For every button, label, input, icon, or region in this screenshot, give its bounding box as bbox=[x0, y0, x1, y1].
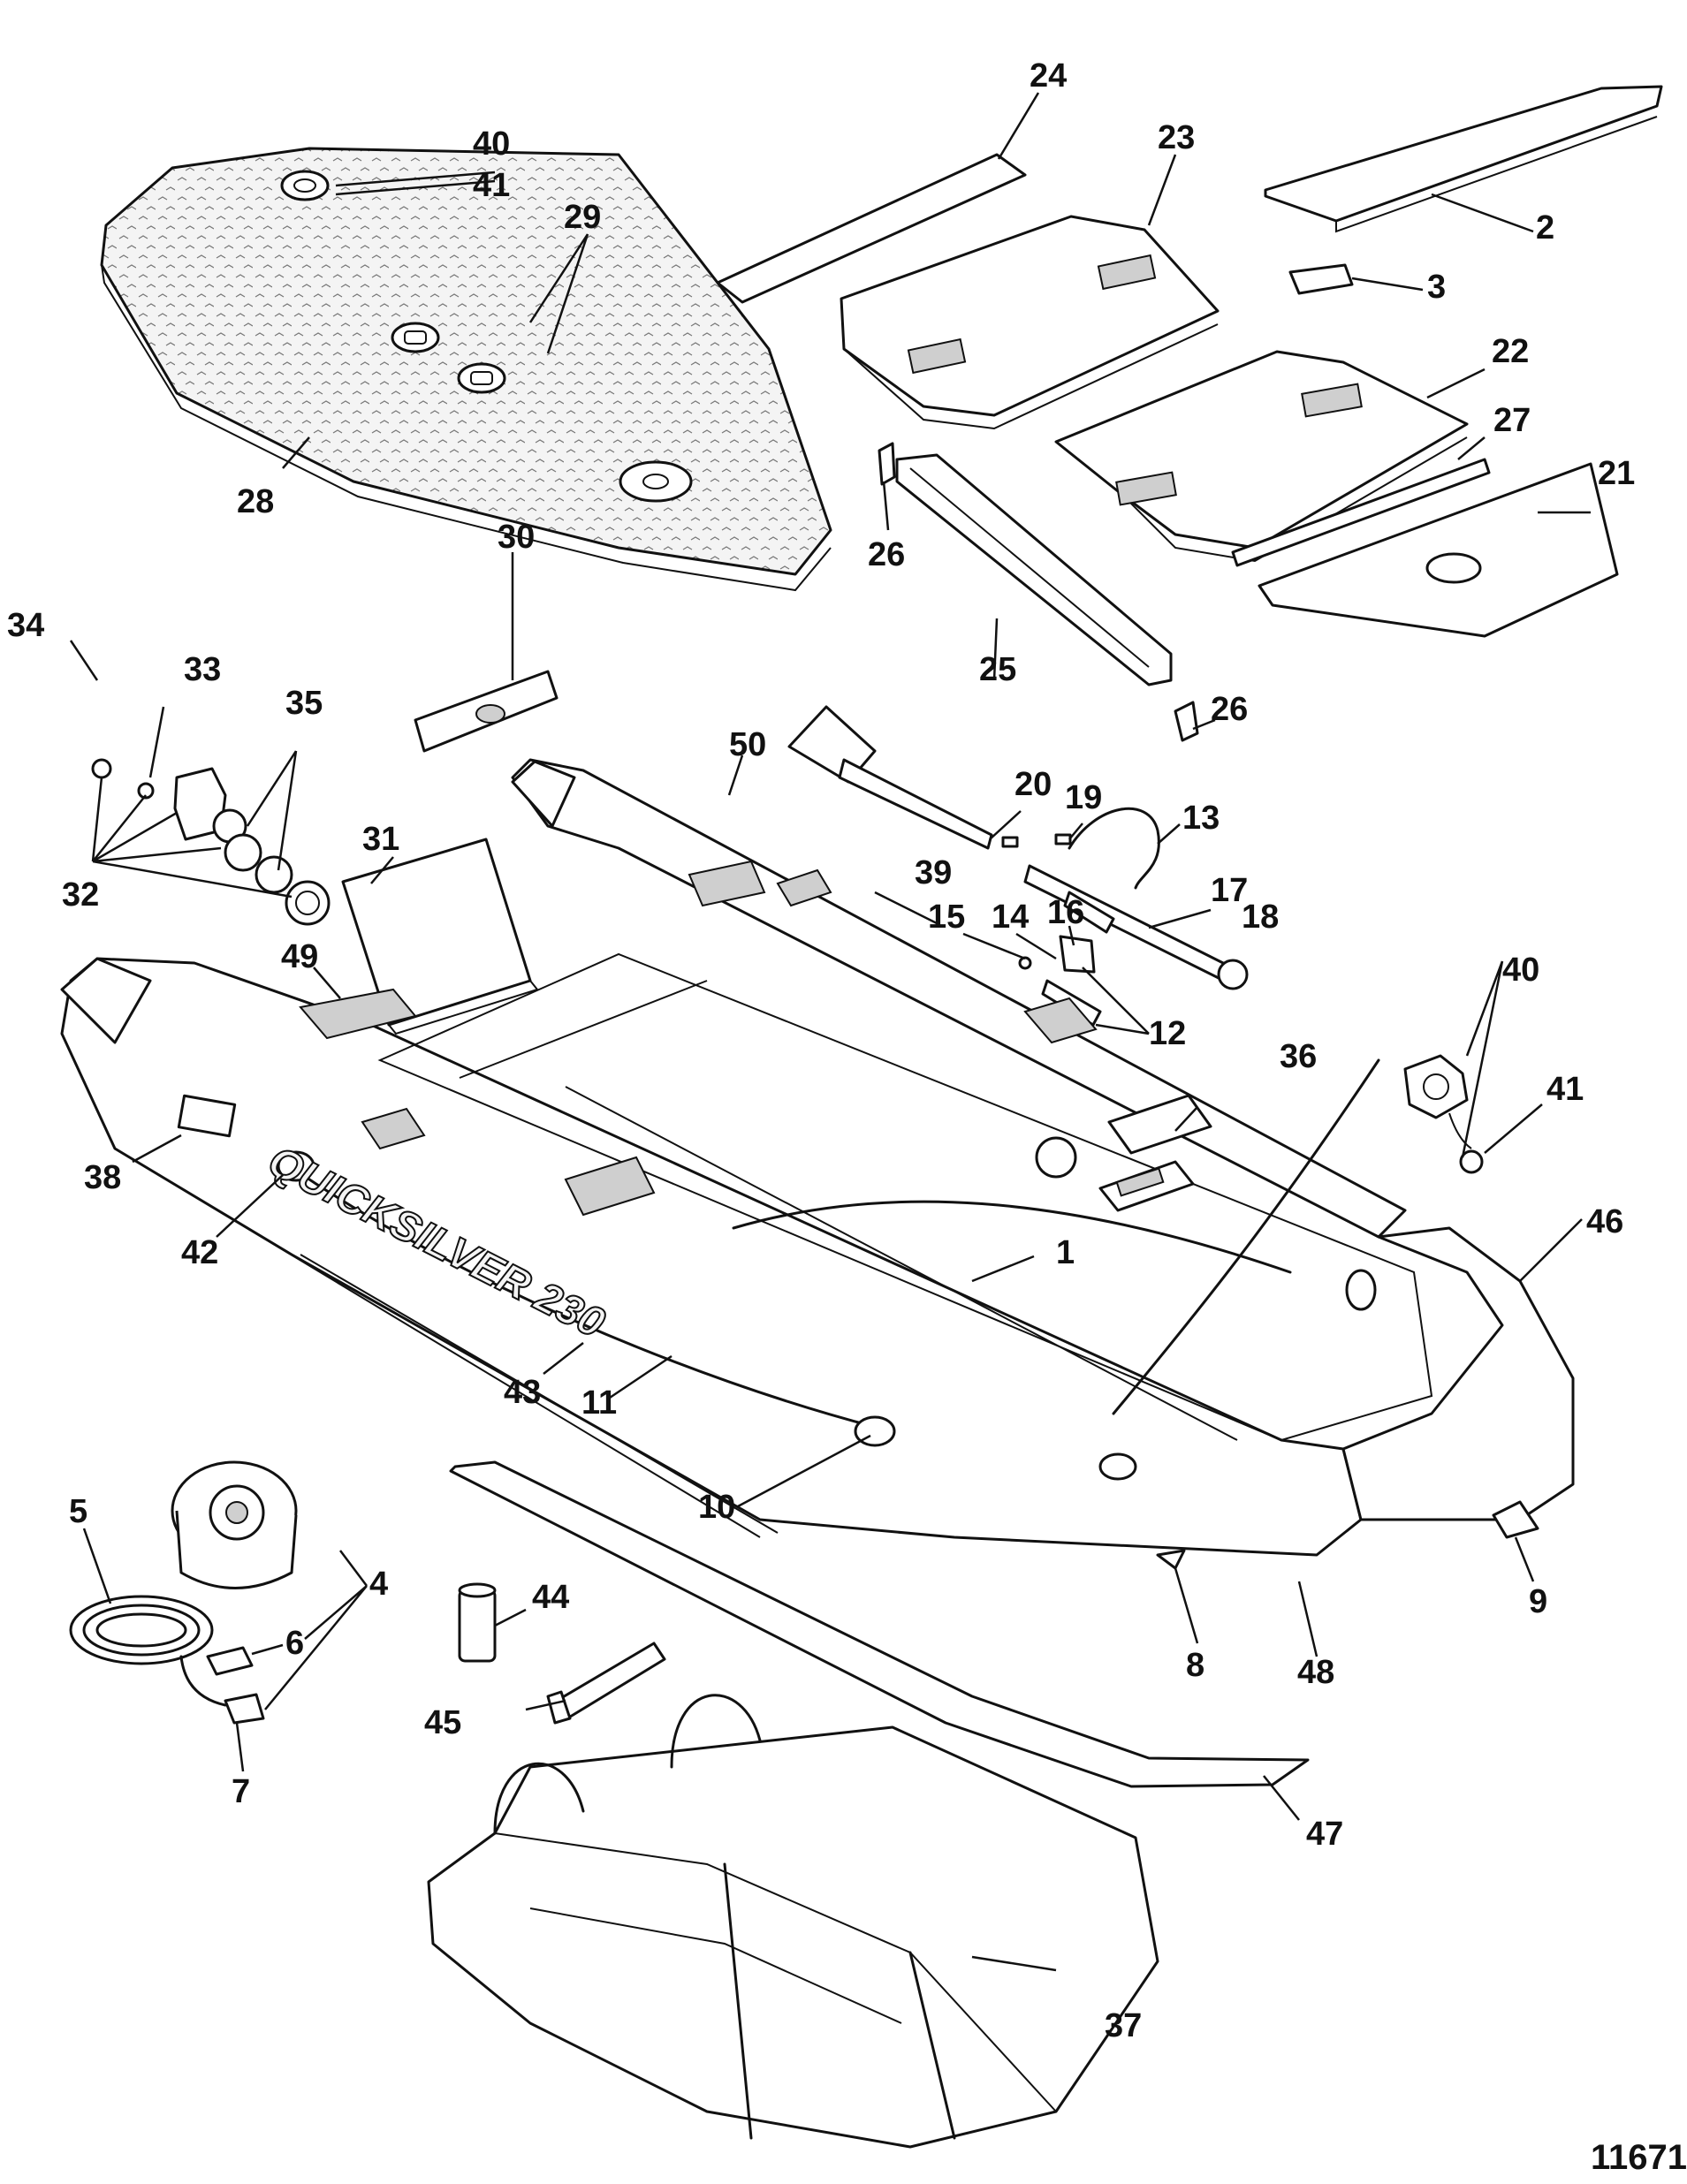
callout-34: 34 bbox=[7, 607, 44, 644]
valve-40-on-mat bbox=[280, 170, 330, 201]
stern-handle bbox=[1107, 1094, 1212, 1155]
storage-bag bbox=[427, 1694, 1159, 2149]
floor-board-front bbox=[840, 215, 1220, 430]
oar-blade bbox=[787, 705, 993, 850]
keel-stringer bbox=[895, 453, 1173, 686]
callout-29: 29 bbox=[564, 199, 601, 236]
callout-27: 27 bbox=[1493, 402, 1531, 439]
callout-8: 8 bbox=[1186, 1647, 1204, 1684]
callout-3: 3 bbox=[1427, 269, 1446, 306]
foot-pump bbox=[171, 1460, 298, 1589]
callout-10: 10 bbox=[698, 1489, 735, 1526]
callout-33: 33 bbox=[184, 651, 221, 688]
callout-41-top: 41 bbox=[473, 167, 510, 204]
stringer-end-clip-2 bbox=[1174, 701, 1199, 742]
callout-32: 32 bbox=[62, 876, 99, 914]
callout-50: 50 bbox=[729, 726, 766, 763]
callout-47: 47 bbox=[1306, 1816, 1343, 1853]
callout-11: 11 bbox=[581, 1384, 617, 1422]
callout-17: 17 bbox=[1211, 872, 1248, 909]
callout-4: 4 bbox=[369, 1566, 388, 1603]
callout-2: 2 bbox=[1536, 209, 1554, 246]
keel-protector-strip bbox=[449, 1460, 1310, 1788]
callout-19: 19 bbox=[1065, 779, 1102, 816]
floor-seam-strip bbox=[1231, 458, 1491, 567]
inflatable-boat-hull: QUICKSILVER 230 bbox=[60, 758, 1575, 1570]
inflation-valve bbox=[1403, 1054, 1484, 1174]
callout-13: 13 bbox=[1182, 800, 1220, 837]
repair-patch bbox=[414, 670, 559, 753]
oar-rope bbox=[1068, 807, 1160, 890]
callout-24: 24 bbox=[1030, 57, 1067, 95]
callout-5: 5 bbox=[69, 1493, 87, 1530]
callout-41-right: 41 bbox=[1546, 1071, 1584, 1108]
floor-strip bbox=[716, 153, 1027, 304]
callout-15: 15 bbox=[928, 899, 965, 936]
transom-board bbox=[1258, 462, 1619, 638]
floor-mat bbox=[100, 147, 832, 592]
callout-49: 49 bbox=[281, 938, 318, 975]
callout-40-top: 40 bbox=[473, 125, 510, 163]
seat-board bbox=[341, 838, 539, 1035]
rail-clip bbox=[1288, 263, 1354, 295]
callout-labels: 1 2 3 4 5 6 7 8 9 10 11 12 13 14 15 16 1… bbox=[7, 57, 1687, 2177]
callout-37: 37 bbox=[1105, 2007, 1142, 2044]
callout-12: 12 bbox=[1149, 1015, 1186, 1052]
callout-16: 16 bbox=[1047, 894, 1084, 931]
callout-leaders bbox=[69, 92, 1591, 1972]
side-rail bbox=[1264, 85, 1663, 233]
callout-40-right: 40 bbox=[1502, 952, 1539, 989]
callout-20: 20 bbox=[1014, 766, 1052, 803]
callout-28: 28 bbox=[237, 483, 274, 520]
stringer-end-clip bbox=[878, 442, 896, 486]
callout-21: 21 bbox=[1598, 455, 1635, 492]
callout-25: 25 bbox=[979, 651, 1016, 688]
callout-39: 39 bbox=[915, 854, 952, 891]
valve-assembly bbox=[91, 758, 331, 926]
callout-6: 6 bbox=[285, 1625, 304, 1662]
callout-44: 44 bbox=[532, 1579, 569, 1616]
hose-nozzle bbox=[224, 1693, 265, 1725]
callout-9: 9 bbox=[1529, 1583, 1547, 1620]
callout-23: 23 bbox=[1158, 119, 1195, 156]
callout-42: 42 bbox=[181, 1234, 218, 1271]
callout-7: 7 bbox=[232, 1773, 250, 1810]
callout-26: 26 bbox=[868, 536, 905, 573]
diagram-id: 11671 bbox=[1591, 2138, 1687, 2177]
callout-30: 30 bbox=[498, 519, 535, 556]
callout-38: 38 bbox=[84, 1159, 121, 1196]
callout-18: 18 bbox=[1242, 899, 1279, 936]
floor-board-rear bbox=[1054, 350, 1469, 563]
hose-adapter bbox=[206, 1646, 254, 1676]
callout-22: 22 bbox=[1492, 333, 1529, 370]
callout-35: 35 bbox=[285, 685, 323, 722]
callout-46: 46 bbox=[1586, 1203, 1623, 1240]
pump-hose bbox=[69, 1595, 227, 1707]
oar-shaft bbox=[1023, 864, 1249, 990]
glue-can bbox=[458, 1582, 497, 1663]
callout-31: 31 bbox=[362, 821, 399, 858]
adhesive-tube bbox=[546, 1642, 666, 1725]
callout-1: 1 bbox=[1056, 1234, 1075, 1271]
callout-14: 14 bbox=[992, 899, 1029, 936]
callout-43: 43 bbox=[504, 1374, 541, 1411]
callout-45: 45 bbox=[424, 1704, 461, 1741]
callout-26b: 26 bbox=[1211, 691, 1248, 728]
callout-48: 48 bbox=[1297, 1654, 1334, 1691]
callout-36: 36 bbox=[1280, 1038, 1317, 1075]
